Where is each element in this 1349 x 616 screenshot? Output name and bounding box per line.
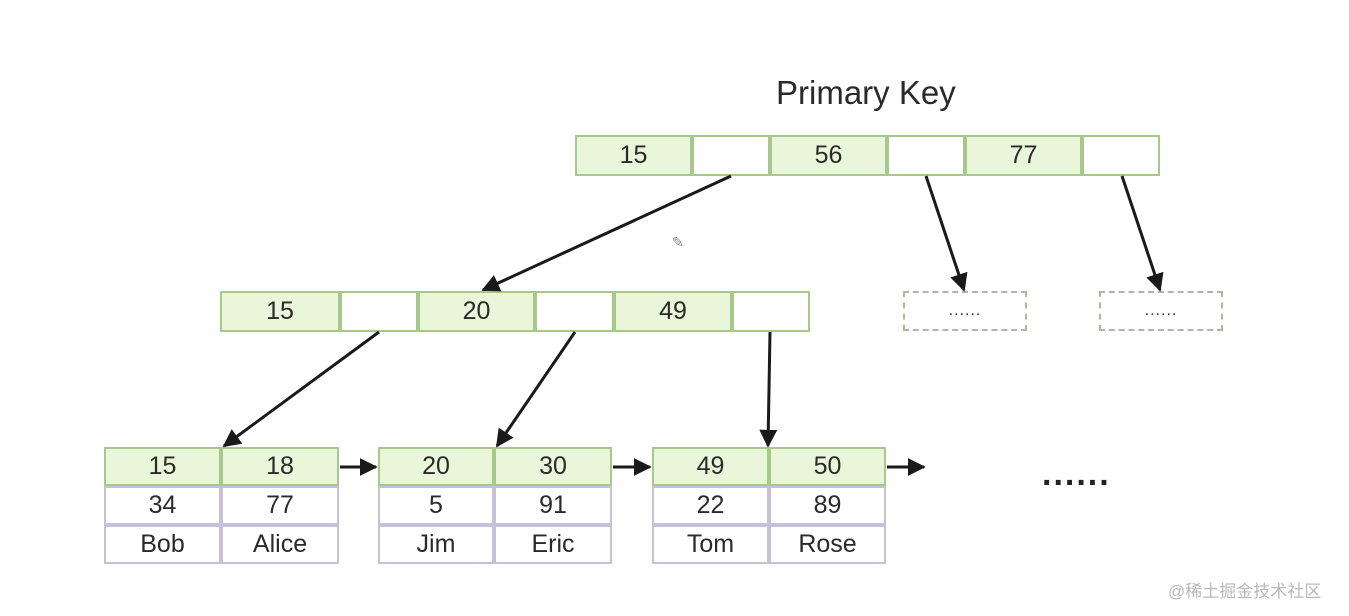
arrow-internal-to-leaf-1 bbox=[222, 330, 380, 448]
arrow-root-to-internal bbox=[481, 174, 732, 292]
diagram-title: Primary Key bbox=[776, 74, 956, 111]
internal-key-2: 20 bbox=[418, 291, 535, 332]
leaf-1-value-1: 34 bbox=[104, 486, 221, 525]
watermark: @稀土掘金技术社区 bbox=[1168, 582, 1322, 601]
root-key-2: 56 bbox=[770, 135, 887, 176]
leaf-1-name-1: Bob bbox=[104, 525, 221, 564]
internal-pointer-1 bbox=[340, 291, 418, 332]
leaf-2-value-2: 91 bbox=[494, 486, 612, 525]
trailing-ellipsis: ...... bbox=[1042, 455, 1111, 493]
leaf-3-key-2: 50 bbox=[769, 447, 886, 486]
internal-pointer-2 bbox=[535, 291, 614, 332]
leaf-2-key-2: 30 bbox=[494, 447, 612, 486]
leaf-2-name-1: Jim bbox=[378, 525, 494, 564]
leaf-3-name-2: Rose bbox=[769, 525, 886, 564]
root-key-1: 15 bbox=[575, 135, 692, 176]
root-key-3: 77 bbox=[965, 135, 1082, 176]
arrow-internal-to-leaf-3 bbox=[759, 331, 778, 448]
internal-key-1: 15 bbox=[220, 291, 340, 332]
internal-pointer-3 bbox=[732, 291, 810, 332]
leaf-3-value-1: 22 bbox=[652, 486, 769, 525]
leaf-1-key-2: 18 bbox=[221, 447, 339, 486]
leaf-1-value-2: 77 bbox=[221, 486, 339, 525]
arrow-root-to-placeholder-1 bbox=[924, 175, 968, 292]
leaf-2-value-1: 5 bbox=[378, 486, 494, 525]
leaf-3-name-1: Tom bbox=[652, 525, 769, 564]
root-pointer-1 bbox=[692, 135, 770, 176]
leaf-1-key-1: 15 bbox=[104, 447, 221, 486]
leaf-2-key-1: 20 bbox=[378, 447, 494, 486]
leaf-3-key-1: 49 bbox=[652, 447, 769, 486]
placeholder-node-1: ...... bbox=[903, 291, 1027, 331]
leaf-3-value-2: 89 bbox=[769, 486, 886, 525]
arrow-internal-to-leaf-2 bbox=[495, 331, 577, 448]
pencil-cursor-icon: ✎ bbox=[672, 234, 684, 250]
leaf-1-name-2: Alice bbox=[221, 525, 339, 564]
leaf-2-name-2: Eric bbox=[494, 525, 612, 564]
arrow-root-to-placeholder-2 bbox=[1120, 175, 1164, 292]
placeholder-node-2: ...... bbox=[1099, 291, 1223, 331]
internal-key-3: 49 bbox=[614, 291, 732, 332]
root-pointer-2 bbox=[887, 135, 965, 176]
root-pointer-3 bbox=[1082, 135, 1160, 176]
